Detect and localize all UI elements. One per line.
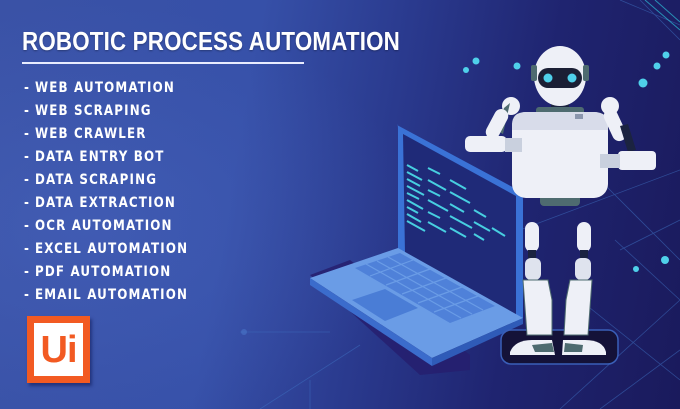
feature-label: WEB SCRAPING <box>35 103 152 119</box>
bullet-dash: - <box>24 195 31 211</box>
feature-item: -DATA EXTRACTION <box>24 193 188 216</box>
bullet-dash: - <box>24 218 31 234</box>
feature-label: DATA EXTRACTION <box>35 195 176 211</box>
page-title: ROBOTIC PROCESS AUTOMATION <box>22 26 400 56</box>
feature-item: -WEB AUTOMATION <box>24 78 188 101</box>
bullet-dash: - <box>24 126 31 142</box>
feature-label: WEB CRAWLER <box>35 126 147 142</box>
bullet-dash: - <box>24 264 31 280</box>
feature-label: WEB AUTOMATION <box>35 80 175 96</box>
feature-label: OCR AUTOMATION <box>35 218 173 234</box>
feature-item: -DATA SCRAPING <box>24 170 188 193</box>
feature-label: DATA ENTRY BOT <box>35 149 165 165</box>
feature-item: -PDF AUTOMATION <box>24 262 188 285</box>
feature-label: EXCEL AUTOMATION <box>35 241 189 257</box>
accent-dots-icon <box>463 51 670 272</box>
robot-icon <box>465 46 656 365</box>
feature-label: PDF AUTOMATION <box>35 264 172 280</box>
title-underline <box>22 62 304 64</box>
feature-label: EMAIL AUTOMATION <box>35 287 189 303</box>
bullet-dash: - <box>24 241 31 257</box>
feature-list: -WEB AUTOMATION -WEB SCRAPING -WEB CRAWL… <box>24 78 224 308</box>
uipath-logo-text: Ui <box>34 323 83 376</box>
feature-item: -EXCEL AUTOMATION <box>24 239 188 262</box>
bullet-dash: - <box>24 287 31 303</box>
feature-item: -DATA ENTRY BOT <box>24 147 188 170</box>
feature-item: -WEB SCRAPING <box>24 101 188 124</box>
feature-label: DATA SCRAPING <box>35 172 158 188</box>
feature-item: -EMAIL AUTOMATION <box>24 285 188 308</box>
feature-item: -OCR AUTOMATION <box>24 216 188 239</box>
laptop-icon <box>310 124 523 375</box>
bullet-dash: - <box>24 149 31 165</box>
bullet-dash: - <box>24 172 31 188</box>
uipath-logo: Ui <box>27 316 90 383</box>
bullet-dash: - <box>24 103 31 119</box>
bullet-dash: - <box>24 80 31 96</box>
feature-item: -WEB CRAWLER <box>24 124 188 147</box>
